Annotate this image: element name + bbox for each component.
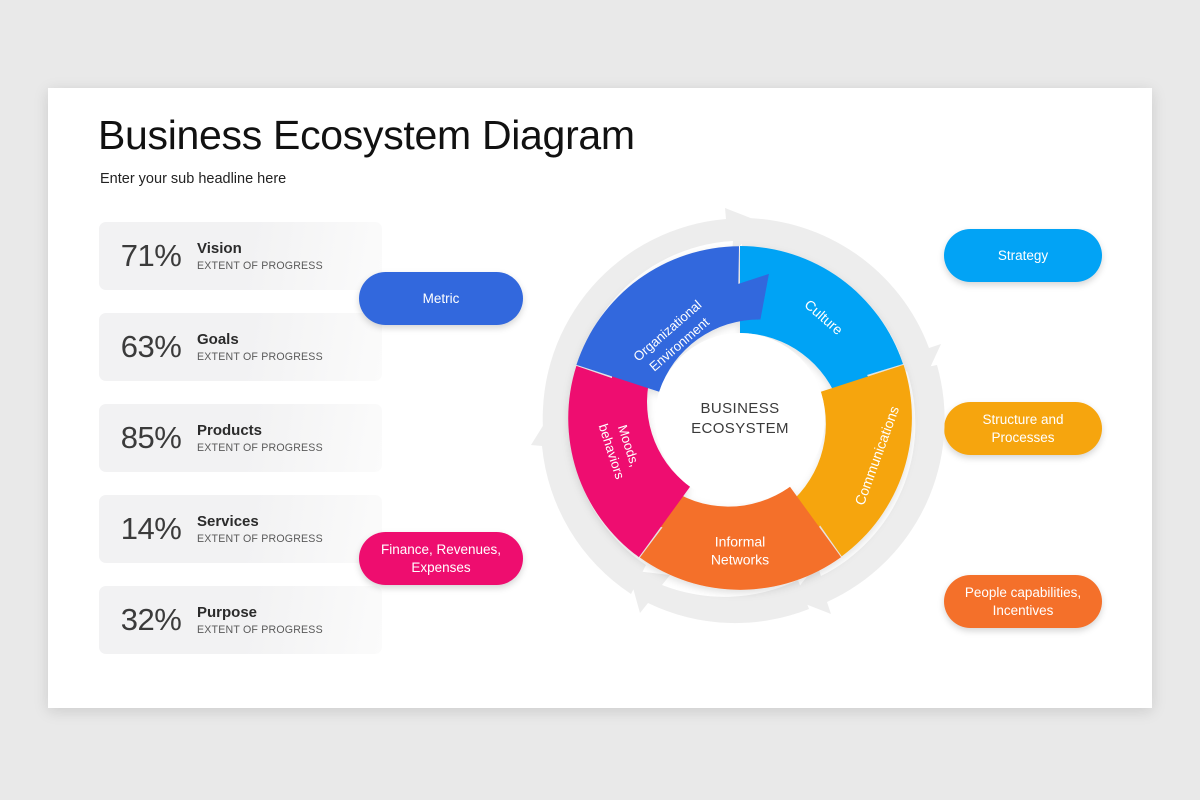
pill-people[interactable]: People capabilities, Incentives bbox=[944, 575, 1102, 628]
metric-card[interactable]: 63% Goals EXTENT OF PROGRESS bbox=[99, 313, 382, 381]
wheel-segment-moods-behaviors[interactable] bbox=[530, 331, 734, 558]
wheel-segment-shape bbox=[576, 246, 769, 392]
business-ecosystem-wheel: Organizational Environment Culture Commu… bbox=[530, 208, 950, 628]
metric-caption: EXTENT OF PROGRESS bbox=[197, 350, 323, 363]
metric-caption: EXTENT OF PROGRESS bbox=[197, 441, 323, 454]
wheel-segment-communications[interactable] bbox=[750, 364, 950, 570]
wheel-segment-shape bbox=[568, 345, 691, 558]
ring-arrows bbox=[531, 208, 945, 624]
metric-percent: 63% bbox=[120, 329, 182, 364]
metric-name: Purpose bbox=[197, 604, 258, 622]
pill-structure-line2: Processes bbox=[991, 429, 1055, 445]
metric-name: Services bbox=[197, 513, 259, 531]
pill-structure-line1: Structure and bbox=[982, 412, 1064, 428]
pill-finance-line2: Expenses bbox=[411, 559, 471, 575]
metric-card[interactable]: 71% Vision EXTENT OF PROGRESS bbox=[99, 222, 382, 290]
metric-card[interactable]: 32% Purpose EXTENT OF PROGRESS bbox=[99, 586, 382, 654]
pill-people-label: People capabilities, Incentives bbox=[965, 584, 1081, 619]
wheel-segments bbox=[530, 210, 950, 628]
metric-caption: EXTENT OF PROGRESS bbox=[197, 259, 323, 272]
pill-finance-line1: Finance, Revenues, bbox=[380, 542, 502, 558]
wheel-segment-shape bbox=[631, 485, 842, 590]
metric-name: Products bbox=[197, 422, 263, 440]
ring-arrow-icon bbox=[790, 365, 945, 614]
wheel-segment-organizational-environment[interactable] bbox=[576, 210, 779, 415]
pill-finance[interactable]: Finance, Revenues, Expenses bbox=[359, 532, 523, 585]
wheel-segment-shape bbox=[781, 364, 912, 557]
wheel-hub bbox=[655, 333, 825, 503]
metric-name: Vision bbox=[197, 240, 242, 258]
wheel-hub-line2: ECOSYSTEM bbox=[691, 420, 789, 437]
wheel-segment-shape bbox=[740, 246, 903, 407]
wheel-hub-line1: BUSINESS bbox=[700, 400, 779, 417]
pill-structure-label: Structure and Processes bbox=[982, 411, 1063, 446]
pill-strategy-label: Strategy bbox=[997, 247, 1049, 263]
ring-arrow-icon bbox=[531, 408, 646, 594]
wheel-label-informal-networks-line2: Networks bbox=[711, 552, 769, 568]
pill-structure[interactable]: Structure and Processes bbox=[944, 402, 1102, 455]
pill-metric-label: Metric bbox=[422, 290, 460, 306]
wheel-segment-culture[interactable] bbox=[740, 246, 903, 407]
page-subtitle: Enter your sub headline here bbox=[100, 171, 287, 187]
wheel-label-informal-networks-line1: Informal bbox=[715, 534, 766, 550]
ring-arrow-icon bbox=[628, 570, 809, 624]
metric-percent: 85% bbox=[120, 420, 182, 455]
metric-percent: 71% bbox=[120, 238, 182, 273]
pill-people-line2: Incentives bbox=[992, 602, 1054, 618]
ring-arrow-icon bbox=[542, 208, 766, 429]
metric-caption: EXTENT OF PROGRESS bbox=[197, 623, 323, 636]
metric-card[interactable]: 85% Products EXTENT OF PROGRESS bbox=[99, 404, 382, 472]
pill-metric[interactable]: Metric bbox=[359, 272, 523, 325]
page-title: Business Ecosystem Diagram bbox=[98, 112, 635, 158]
metric-percent: 32% bbox=[120, 602, 182, 637]
metrics-list: 71% Vision EXTENT OF PROGRESS 63% Goals … bbox=[99, 222, 382, 677]
metric-name: Goals bbox=[197, 331, 239, 349]
ring-arrow-icon bbox=[742, 218, 941, 383]
metric-percent: 14% bbox=[120, 511, 182, 546]
pill-finance-label: Finance, Revenues, Expenses bbox=[381, 541, 501, 576]
metric-caption: EXTENT OF PROGRESS bbox=[197, 532, 323, 545]
pill-strategy[interactable]: Strategy bbox=[944, 229, 1102, 282]
wheel-segment-informal-networks[interactable] bbox=[615, 427, 842, 628]
pill-people-line1: People capabilities, bbox=[964, 585, 1082, 601]
metric-card[interactable]: 14% Services EXTENT OF PROGRESS bbox=[99, 495, 382, 563]
slide-canvas: Business Ecosystem Diagram Enter your su… bbox=[48, 88, 1152, 708]
